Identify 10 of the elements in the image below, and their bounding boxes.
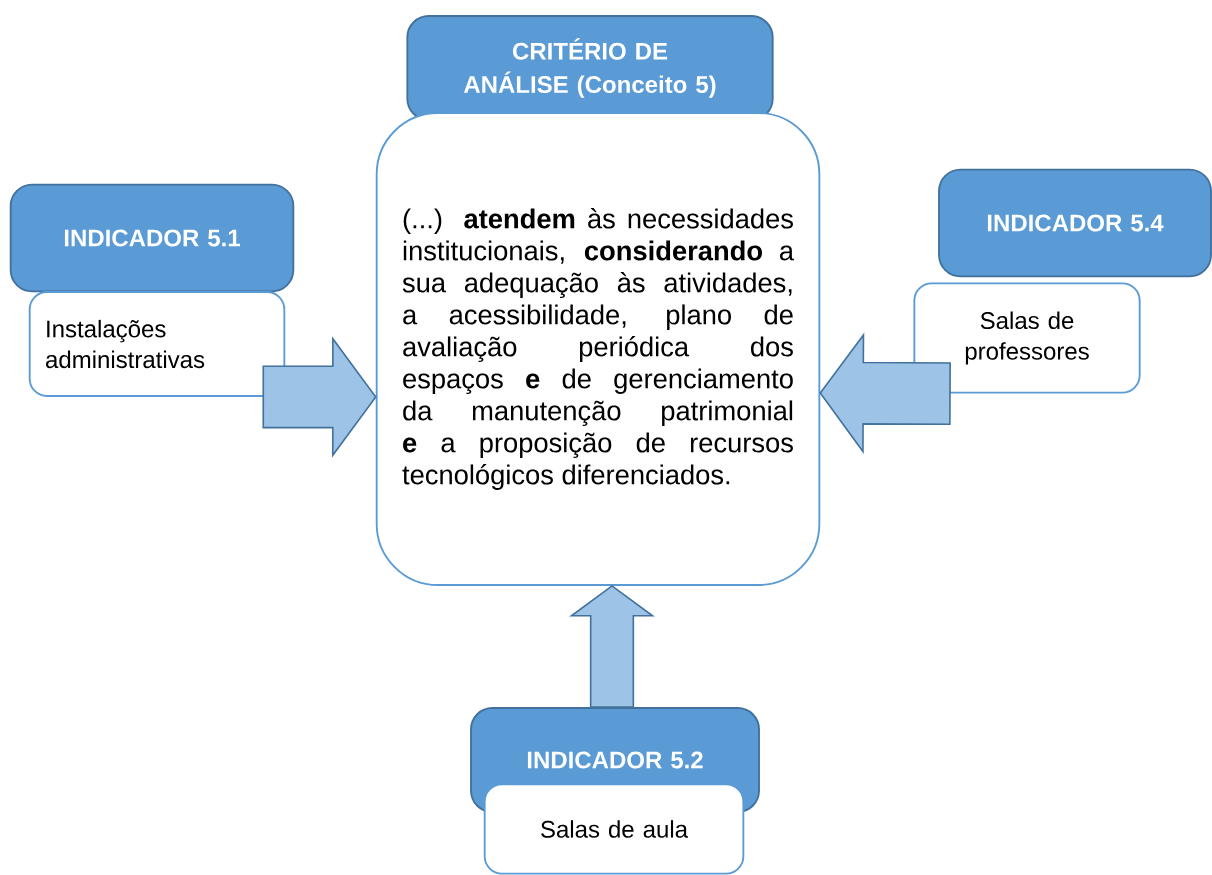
block-arrow xyxy=(819,332,951,454)
content-box: Instalações administrativas xyxy=(28,291,286,397)
block-arrow xyxy=(262,336,377,458)
header-box: INDICADOR 5.4 xyxy=(938,168,1212,278)
header-box: CRITÉRIO DE ANÁLISE (Conceito 5) xyxy=(406,15,774,121)
content-box: Salas de aula xyxy=(483,783,745,875)
block-arrow xyxy=(569,584,655,708)
criterion-box: (...) atendem às necessidades institucionais, considerando a sua adequação às atividades, a acessibilidade, plano de avaliação periódica dos espaços e de gerenciamento da manutenção patrimonial e a proposição de recursos tecnológicos diferenciados. xyxy=(375,112,821,586)
header-box: INDICADOR 5.1 xyxy=(9,183,295,293)
content-box: Salas de professores xyxy=(913,282,1141,394)
